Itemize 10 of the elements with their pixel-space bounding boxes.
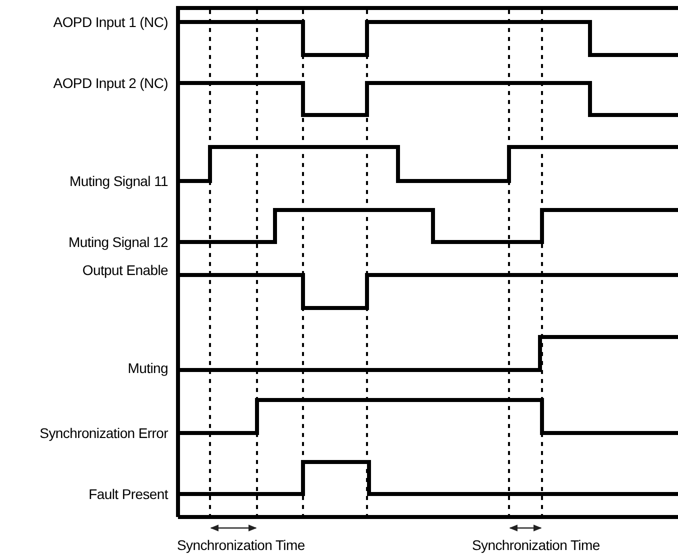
signal-label: Synchronization Error [40, 425, 168, 441]
signal-label: Muting [128, 360, 168, 376]
signal-label: AOPD Input 1 (NC) [53, 14, 168, 30]
time-label: Synchronization Time [472, 537, 600, 553]
time-label: Synchronization Time [177, 537, 305, 553]
signal-label: AOPD Input 2 (NC) [53, 75, 168, 91]
signal-label: Muting Signal 12 [68, 234, 168, 250]
signal-label: Muting Signal 11 [70, 173, 168, 189]
signal-label: Fault Present [88, 486, 168, 502]
signal-label: Output Enable [82, 262, 168, 278]
